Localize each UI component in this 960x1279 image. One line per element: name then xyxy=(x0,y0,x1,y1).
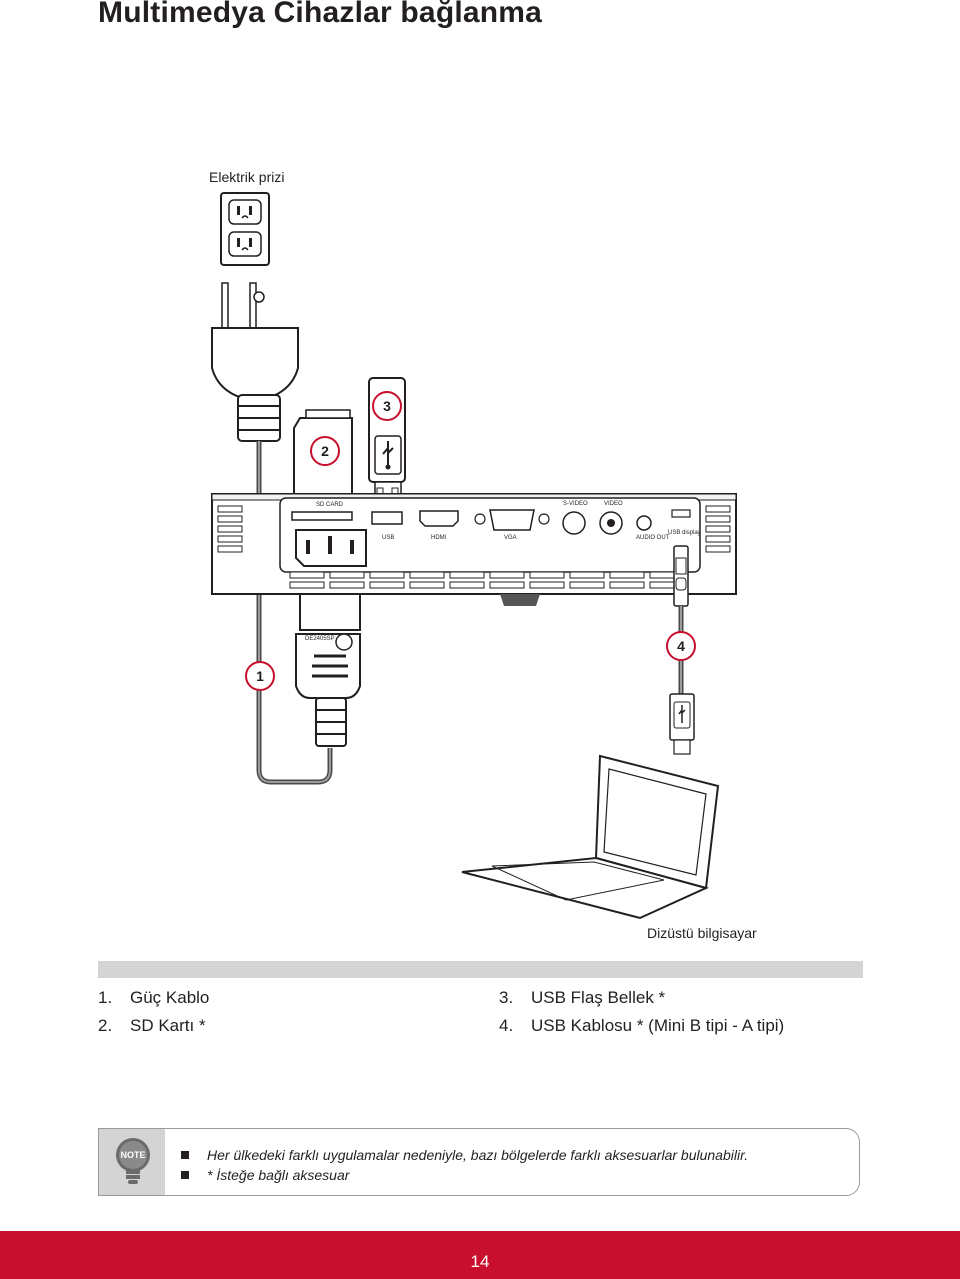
connection-diagram: Elektrik prizi xyxy=(209,169,757,941)
note-box: NOTE Her ülkedeki farklı uygulamalar ned… xyxy=(98,1128,860,1196)
page-number: 14 xyxy=(470,1252,490,1271)
legend-item-label: Güç Kablo xyxy=(130,988,210,1007)
legend-item-number: 4. xyxy=(499,1016,514,1035)
callout-4-label: 4 xyxy=(677,638,685,654)
laptop-icon xyxy=(461,754,720,920)
diagram-illustration: 1 2 3 4 SD CARD S-VIDEO VIDEO USB displa… xyxy=(211,192,737,920)
legend-item-3: 3. USB Flaş Bellek * xyxy=(499,988,665,1008)
callout-1 xyxy=(245,661,275,691)
port-label-usb-display: USB display xyxy=(668,530,701,536)
callout-3-label: 3 xyxy=(383,398,391,414)
legend-item-number: 3. xyxy=(499,988,514,1007)
legend-item-label: USB Flaş Bellek * xyxy=(531,988,666,1007)
port-label-s-video: S-VIDEO xyxy=(563,501,588,507)
callout-1-label: 1 xyxy=(256,668,264,684)
note-item-text: * İsteğe bağlı aksesuar xyxy=(207,1167,350,1183)
callout-2 xyxy=(310,436,340,466)
callout-2-label: 2 xyxy=(321,443,329,459)
callout-4 xyxy=(666,631,696,661)
port-label-audio-out: AUDIO OUT xyxy=(636,535,670,541)
laptop-label: Dizüstü bilgisayar xyxy=(647,925,757,941)
legend-divider-bar xyxy=(98,961,863,978)
legend-item-number: 2. xyxy=(98,1016,113,1035)
legend-item-4: 4. USB Kablosu * (Mini B tipi - A tipi) xyxy=(499,1016,784,1036)
square-bullet-icon xyxy=(181,1151,189,1159)
plug-marking: DE2405SP xyxy=(305,636,335,642)
wall-outlet-label: Elektrik prizi xyxy=(209,169,285,185)
note-icon-area: NOTE xyxy=(99,1129,165,1195)
legend-item-label: SD Kartı * xyxy=(130,1016,206,1035)
legend-item-label: USB Kablosu * (Mini B tipi - A tipi) xyxy=(531,1016,785,1035)
note-item: * İsteğe bağlı aksesuar xyxy=(181,1165,748,1185)
page-title: Multimedya Cihazlar bağlanma xyxy=(98,0,543,29)
note-item: Her ülkedeki farklı uygulamalar nedeniyl… xyxy=(181,1145,748,1165)
projector-icon xyxy=(211,493,737,606)
note-lightbulb-icon: NOTE xyxy=(116,1138,150,1184)
port-label-sd-card: SD CARD xyxy=(316,502,344,508)
power-connector-icon xyxy=(295,593,361,747)
square-bullet-icon xyxy=(181,1171,189,1179)
port-label-video: VIDEO xyxy=(604,501,623,507)
port-label-usb: USB xyxy=(382,535,394,541)
legend-item-number: 1. xyxy=(98,988,113,1007)
legend-item-2: 2. SD Kartı * xyxy=(98,1016,206,1036)
port-label-vga: VGA xyxy=(504,535,517,541)
note-list: Her ülkedeki farklı uygulamalar nedeniyl… xyxy=(181,1145,748,1185)
footer-band xyxy=(0,1231,960,1279)
wall-outlet-icon xyxy=(220,192,270,266)
power-plug-icon xyxy=(211,282,299,442)
legend-item-1: 1. Güç Kablo xyxy=(98,988,209,1008)
port-label-hdmi: HDMI xyxy=(431,535,447,541)
note-icon-text: NOTE xyxy=(120,1150,145,1160)
callout-3 xyxy=(372,391,402,421)
note-item-text: Her ülkedeki farklı uygulamalar nedeniyl… xyxy=(207,1147,749,1163)
